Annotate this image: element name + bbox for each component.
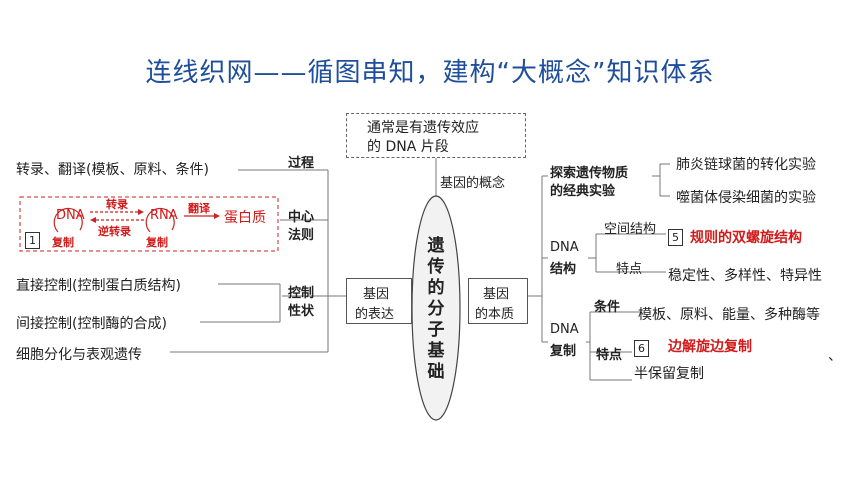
expression-node: 基因 的表达 [346,278,412,324]
replication-feature-tail: 半保留复制 [634,366,704,382]
expression-node-line-2: 的表达 [355,307,395,322]
replication-right-label: 复制 [146,236,168,249]
reverse-transcription-label: 逆转录 [98,225,131,238]
answer-number-6: 6 [634,340,649,357]
essence-node-line-1: 基因 [483,287,510,302]
central-dogma-box [19,196,279,252]
replication-comma: 、 [828,348,842,364]
center-topic: 遗传的分子基础 [427,236,445,382]
essence-node: 基因 的本质 [468,278,528,324]
replication-label-2: 复制 [550,344,577,359]
center-ellipse [411,195,461,421]
extra-item: 细胞分化与表观遗传 [16,347,142,363]
control-item-indirect: 间接控制(控制酶的合成) [16,316,167,332]
gene-concept-label: 基因的概念 [440,176,506,191]
translation-label: 翻译 [188,202,210,215]
essence-node-line-2: 的本质 [475,307,515,322]
transcription-label: 转录 [106,198,128,211]
experiment-2: 噬菌体侵染细菌的实验 [676,190,816,206]
rna-label: RNA [150,208,178,223]
gene-concept-box: 通常是有遗传效应 的 DNA 片段 [346,113,526,158]
expression-node-line-1: 基因 [363,287,390,302]
control-label-1: 控制 [288,286,315,301]
central-label-2: 法则 [288,228,315,243]
condition-text: 模板、原料、能量、多种酶等 [638,307,820,323]
condition-label: 条件 [594,300,621,315]
structure-feature-label: 特点 [616,262,643,277]
control-item-direct: 直接控制(控制蛋白质结构) [16,278,181,294]
gene-concept-line-2: 的 DNA 片段 [367,139,449,155]
explore-label-1: 探索遗传物质 [550,166,629,181]
answer-number-1: 1 [25,232,40,249]
dna-label: DNA [56,208,85,223]
replication-left-label: 复制 [52,236,74,249]
space-structure-label: 空间结构 [604,222,657,237]
page-title: 连线织网——循图串知，建构“大概念”知识体系 [145,58,715,88]
protein-label: 蛋白质 [224,210,266,226]
process-text: 转录、翻译(模板、原料、条件) [16,162,209,178]
experiment-1: 肺炎链球菌的转化实验 [676,157,816,173]
structure-label-1: DNA [550,240,579,255]
gene-concept-line-1: 通常是有遗传效应 [367,120,479,136]
space-structure-answer: 规则的双螺旋结构 [690,230,802,246]
process-label: 过程 [288,156,315,171]
answer-number-5: 5 [668,229,683,246]
replication-feature-answer: 边解旋边复制 [668,339,752,355]
replication-feature-label: 特点 [596,348,623,363]
structure-label-2: 结构 [550,262,577,277]
central-label-1: 中心 [288,210,315,225]
structure-feature-text: 稳定性、多样性、特异性 [668,268,822,284]
control-label-2: 性状 [288,304,315,319]
explore-label-2: 的经典实验 [550,184,616,199]
replication-label-1: DNA [550,322,579,337]
